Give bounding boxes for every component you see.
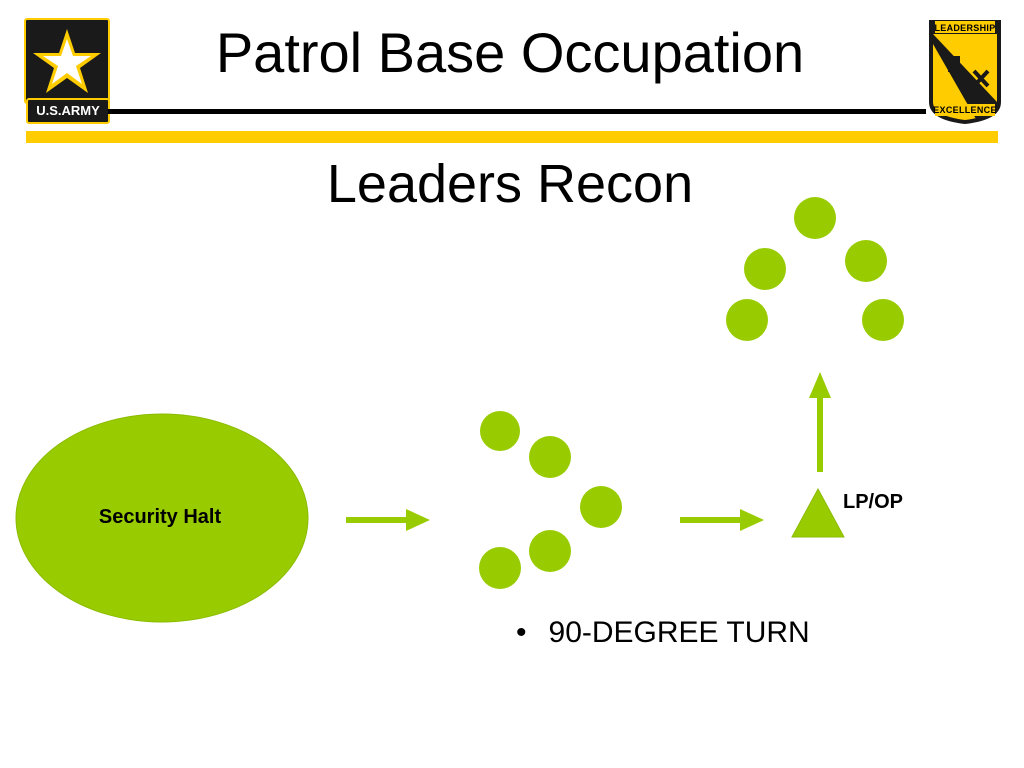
soldier-circle xyxy=(529,436,571,478)
soldier-circle xyxy=(845,240,887,282)
soldier-circle xyxy=(480,411,520,451)
security-halt-label: Security Halt xyxy=(98,506,222,528)
army-logo-text: U.S.ARMY xyxy=(26,98,110,124)
us-army-logo: U.S.ARMY xyxy=(24,18,110,124)
arrow-up xyxy=(809,372,831,472)
lp-op-triangle xyxy=(791,487,845,538)
element-group-turn xyxy=(479,411,622,589)
soldier-circle xyxy=(580,486,622,528)
soldier-circle xyxy=(529,530,571,572)
rotc-crest-logo: LEADERSHIP EXCELLENCE xyxy=(926,16,1004,126)
header-rule xyxy=(108,109,926,114)
soldier-circle xyxy=(862,299,904,341)
security-halt-ellipse xyxy=(15,413,309,623)
page-title: Patrol Base Occupation xyxy=(215,21,805,84)
soldier-circle xyxy=(479,547,521,589)
bullet-text: 90-DEGREE TURN xyxy=(548,616,810,649)
soldier-circle xyxy=(726,299,768,341)
gold-accent-bar xyxy=(26,131,998,143)
crest-top-label: LEADERSHIP xyxy=(934,23,996,33)
arrow-right-1 xyxy=(346,509,430,531)
lp-op-label: LP/OP xyxy=(843,491,904,513)
soldier-circle xyxy=(794,197,836,239)
crest-bottom-label: EXCELLENCE xyxy=(933,105,997,115)
element-group-recon xyxy=(726,197,904,341)
army-star-icon xyxy=(33,29,101,93)
arrow-right-2 xyxy=(680,509,764,531)
bullet-glyph: • xyxy=(516,616,527,649)
bullet-list-item: • 90-DEGREE TURN xyxy=(516,616,810,650)
crest-shield-icon xyxy=(929,20,1001,124)
soldier-circle xyxy=(744,248,786,290)
slide-subtitle: Leaders Recon xyxy=(326,154,694,214)
